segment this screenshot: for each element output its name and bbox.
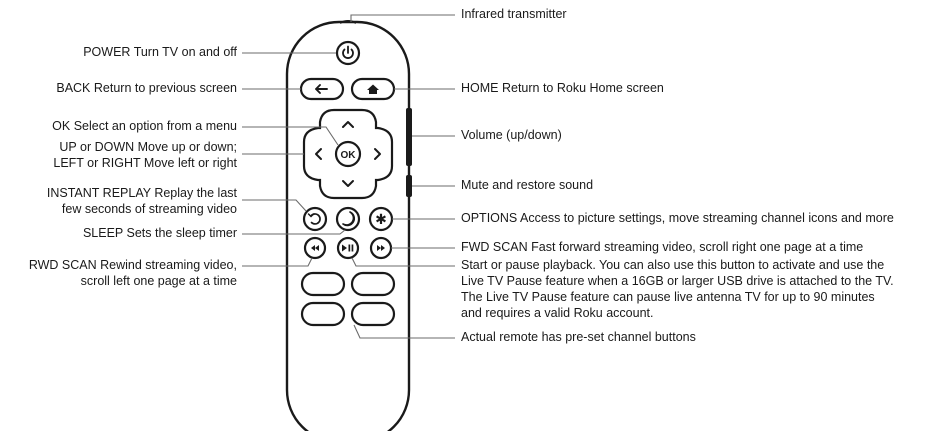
label-play-line3: The Live TV Pause feature can pause live… <box>461 290 875 304</box>
dpad-left-arrow-icon <box>315 148 322 160</box>
leader-rwd <box>242 257 313 267</box>
label-updown-line1: UP or DOWN Move up or down; <box>59 140 237 154</box>
play-pause-icon <box>342 244 347 252</box>
channel-button-4 <box>350 301 396 327</box>
label-play-line4: and requires a valid Roku account. <box>461 306 654 320</box>
leader-lines <box>242 14 455 339</box>
label-play-line1: Start or pause playback. You can also us… <box>461 258 885 272</box>
label-options: OPTIONS Access to picture settings, move… <box>461 211 894 225</box>
infrared-emitter <box>339 20 357 24</box>
label-replay-line1: INSTANT REPLAY Replay the last <box>46 186 237 200</box>
label-back: BACK Return to previous screen <box>56 81 237 95</box>
label-replay-line2: few seconds of streaming video <box>61 202 237 216</box>
mute-button <box>406 175 412 197</box>
replay-icon-head <box>307 213 315 218</box>
label-power: POWER Turn TV on and off <box>83 45 237 59</box>
home-icon <box>367 84 379 94</box>
play-pause-icon-bar2 <box>351 244 354 252</box>
label-updown-line2: LEFT or RIGHT Move left or right <box>53 156 237 170</box>
dpad-up-arrow-icon <box>342 121 354 128</box>
power-icon <box>342 48 354 59</box>
label-rwd-line2: scroll left one page at a time <box>80 274 237 288</box>
dpad-down-arrow-icon <box>342 180 354 187</box>
sleep-button <box>335 206 361 232</box>
label-mute: Mute and restore sound <box>461 178 594 192</box>
channel-button-1 <box>300 271 346 297</box>
play-pause-button <box>336 236 360 260</box>
label-volume: Volume (up/down) <box>461 128 562 142</box>
dpad-right-arrow-icon <box>374 148 381 160</box>
ok-button-label: OK <box>341 150 357 161</box>
back-arrow-icon <box>315 84 328 94</box>
leader-replay <box>242 199 307 212</box>
label-sleep: SLEEP Sets the sleep timer <box>82 226 237 240</box>
label-home: HOME Return to Roku Home screen <box>461 81 664 95</box>
rwd-icon <box>311 245 319 251</box>
channel-button-2 <box>350 271 396 297</box>
ok-button <box>334 140 362 168</box>
fwd-icon <box>377 245 385 251</box>
label-channels: Actual remote has pre-set channel button… <box>461 330 696 344</box>
sleep-moon-icon <box>342 211 356 227</box>
label-fwd: FWD SCAN Fast forward streaming video, s… <box>461 240 864 254</box>
leader-infrared <box>350 14 455 22</box>
label-play-line2: Live TV Pause feature when a 16GB or lar… <box>461 274 894 288</box>
leader-sleep <box>242 229 346 235</box>
leader-channels <box>353 324 455 339</box>
replay-button <box>302 206 328 232</box>
play-pause-icon-bar1 <box>348 244 351 252</box>
leader-play <box>351 257 455 267</box>
volume-rocker <box>406 108 412 166</box>
label-rwd-line1: RWD SCAN Rewind streaming video, <box>28 258 237 272</box>
options-star-icon: ✱ <box>375 212 387 228</box>
label-ok: OK Select an option from a menu <box>52 119 237 133</box>
leader-ok <box>242 126 339 146</box>
channel-button-3 <box>300 301 346 327</box>
label-infrared: Infrared transmitter <box>461 7 567 21</box>
